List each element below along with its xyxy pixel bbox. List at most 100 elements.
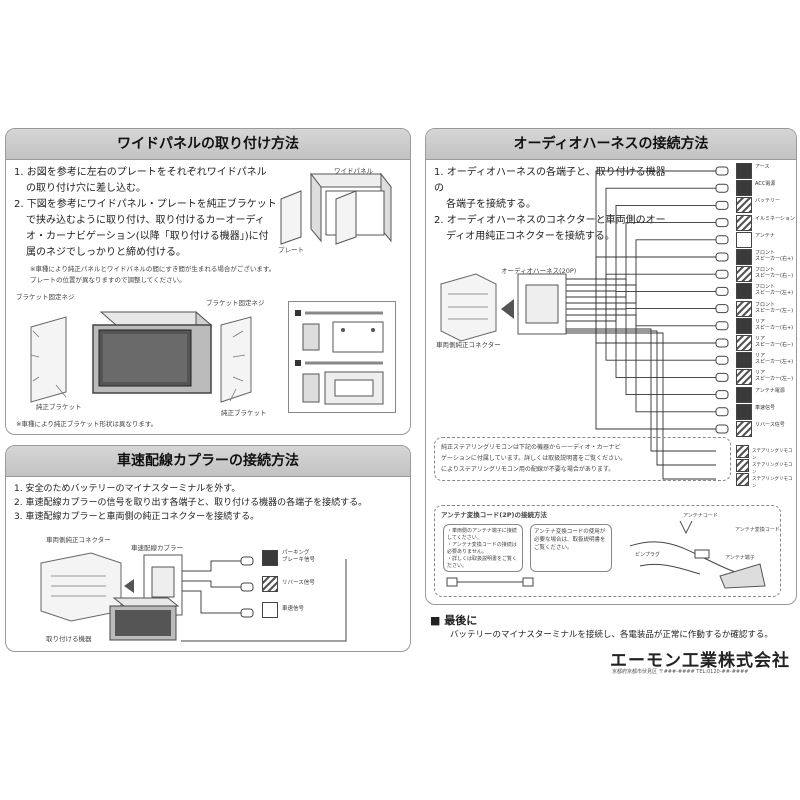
step-line: で挟み込むように取り付け、取り付けるカーオーディ: [26, 215, 265, 226]
harness-plug: [715, 304, 729, 314]
harness-terminal-label: リア スピーカー(右+): [755, 318, 794, 331]
harness-terminal-label: フロント スピーカー(左−): [755, 301, 794, 314]
step-line: 1. お図を参考に左右のプレートをそれぞれワイドパネル: [14, 167, 267, 178]
note-line: ・アンテナ変換コードの接続は必要ありません。: [447, 542, 517, 555]
harness-terminal: [736, 317, 752, 334]
label-wide-panel: ワイドパネル: [334, 167, 373, 175]
label-vehicle-connector: 車両側純正コネクター: [436, 341, 501, 349]
step-line: 1. 安全のためバッテリーのマイナスターミナルを外す。: [14, 484, 241, 494]
speed-coupler-section: 車速配線カプラーの接続方法 1. 安全のためバッテリーのマイナスターミナルを外す…: [5, 445, 411, 652]
harness-wire: [566, 170, 716, 280]
step-line: の取り付け穴に差し込む。: [26, 183, 146, 194]
antenna-label: アンテナコード: [683, 513, 718, 519]
step-line: 3. 車速配線カプラーと車両側の純正コネクターを接続する。: [14, 512, 260, 522]
wide-panel-section: ワイドパネルの取り付け方法 1. お図を参考に左右のプレートをそれぞれワイドパネ…: [5, 128, 411, 435]
label-plate: プレート: [278, 246, 304, 254]
harness-terminal-label: イルミネーション: [755, 215, 795, 222]
antenna-diagram: [629, 520, 766, 589]
harness-plug: [715, 183, 729, 193]
harness-terminal: [736, 180, 752, 197]
note: ※車種により純正パネルとワイドパネルの間にすき間が生まれる場合がございます。: [30, 265, 276, 273]
harness-terminal-label: バッテリー: [755, 198, 781, 205]
terminal-label: 車速信号: [282, 606, 305, 612]
steering-terminal: [736, 459, 749, 472]
antenna-label: アンテナ端子: [725, 555, 755, 561]
harness-wire: [566, 222, 716, 298]
harness-wire: [566, 204, 716, 292]
step-line: オ・カーナビゲーション(以降「取り付ける機器」)に付: [26, 231, 269, 242]
terminal-reverse: [262, 576, 278, 592]
steering-wire: [566, 332, 716, 480]
company-name: エーモン工業株式会社: [610, 651, 790, 671]
harness-plug: [715, 407, 729, 417]
label-vehicle-connector: 車両側純正コネクター: [46, 536, 111, 544]
harness-plug: [715, 235, 729, 245]
step-line: 2. 車速配線カプラーの信号を取り出す各端子と、取り付ける機器の各端子を接続する…: [14, 498, 368, 508]
harness-terminal-label: フロント スピーカー(右−): [755, 267, 794, 280]
footnote: ※車種により純正ブラケット形状は異なります。: [16, 420, 158, 428]
harness-plug: [715, 372, 729, 382]
antenna-box: アンテナ変換コード(2P)の接続方法 ・車両側のアンテナ端子に接続してください。…: [434, 505, 781, 597]
label-harness: オーディオハーネス(20P): [501, 267, 577, 275]
harness-terminal: [736, 335, 752, 351]
harness-terminal: [736, 386, 752, 403]
harness-plug: [715, 286, 729, 296]
steering-terminal-label: ステアリングリモコン: [752, 477, 793, 489]
harness-terminal-label: アンテナ: [755, 232, 775, 239]
harness-wire: [566, 320, 716, 430]
harness-wiring-diagram: [440, 166, 729, 480]
harness-plug: [715, 166, 729, 176]
harness-plug: [715, 200, 729, 210]
cable-illustration: [446, 577, 534, 587]
device-assembly-illustration: [30, 310, 252, 403]
steering-wire: [566, 330, 716, 466]
harness-plug: [715, 338, 729, 348]
harness-wire: [566, 187, 716, 286]
harness-wire: [566, 302, 716, 378]
instruction-steps: 1. 安全のためバッテリーのマイナスターミナルを外す。 2. 車速配線カプラーの…: [14, 482, 404, 524]
harness-plug: [715, 252, 729, 262]
harness-terminal: [736, 369, 752, 386]
section-title: ワイドパネルの取り付け方法: [6, 129, 410, 160]
harness-wire: [566, 256, 716, 310]
harness-terminal: [736, 163, 752, 179]
step-line: 属のネジでしっかりと締め付ける。: [26, 247, 186, 258]
note: プレートの位置が異なりますので調整してください。: [30, 276, 186, 284]
harness-wire: [566, 290, 716, 344]
section-title: 車速配線カプラーの接続方法: [6, 446, 410, 477]
section-title: オーディオハーネスの接続方法: [426, 129, 796, 160]
antenna-notes: ・車両側のアンテナ端子に接続してください。 ・アンテナ変換コードの接続は必要あり…: [443, 524, 523, 572]
antenna-title: アンテナ変換コード(2P)の接続方法: [441, 511, 547, 519]
step-line: 1. オーディオハーネスの各端子と、取り付ける機器の: [434, 167, 666, 194]
steering-wire: [566, 328, 716, 452]
label-oem-bracket-2: 純正ブラケット: [221, 409, 267, 417]
steering-note-box: 純正ステアリングリモコンは下記の機器から一ーディオ・カーナビ ゲーションに付属し…: [434, 437, 731, 481]
harness-terminal-label: リア スピーカー(右−): [755, 336, 794, 348]
harness-wire: [566, 308, 716, 396]
harness-terminal-label: フロント スピーカー(左+): [755, 284, 794, 297]
final-text: バッテリーのマイナスターミナルを接続し、各電装品が正常に作動するか確認する。: [450, 630, 773, 640]
harness-terminal: [736, 249, 752, 265]
harness-terminal-label: リア スピーカー(左−): [755, 370, 794, 383]
terminal-label: パーキング ブレーキ信号: [282, 550, 316, 563]
harness-terminal: [736, 231, 752, 248]
warning-text: アンテナ変換コードの使用が必要な場合は、取扱説明書をご覧ください。: [534, 529, 606, 551]
steering-terminal: [736, 445, 749, 458]
step-line: 各端子を接続する。: [446, 199, 536, 210]
harness-terminal-label: 車速信号: [755, 404, 776, 411]
terminal-speed: [262, 602, 278, 618]
note-line: ・詳しくは取扱説明書をご覧ください。: [447, 556, 518, 569]
harness-terminal-label: アース: [755, 164, 770, 170]
label-coupler: 車速配線カプラー: [131, 544, 183, 552]
device-illustration: [109, 597, 180, 641]
harness-terminal-label: アンテナ電源: [755, 387, 785, 394]
harness-terminal: [736, 352, 752, 369]
note-line: によりステアリングリモコン用の配線が不要な場合があります。: [441, 466, 615, 473]
harness-wire: [566, 284, 716, 327]
harness-terminal: [736, 283, 752, 300]
final-title: ■ 最後に: [430, 614, 478, 627]
steering-terminal-label: ステアリングリモコン: [752, 449, 793, 461]
harness-plug: [715, 269, 729, 279]
antenna-warning: アンテナ変換コードの使用が必要な場合は、取扱説明書をご覧ください。: [530, 524, 612, 572]
label-bracket-screw-2: ブラケット固定ネジ: [206, 299, 265, 307]
